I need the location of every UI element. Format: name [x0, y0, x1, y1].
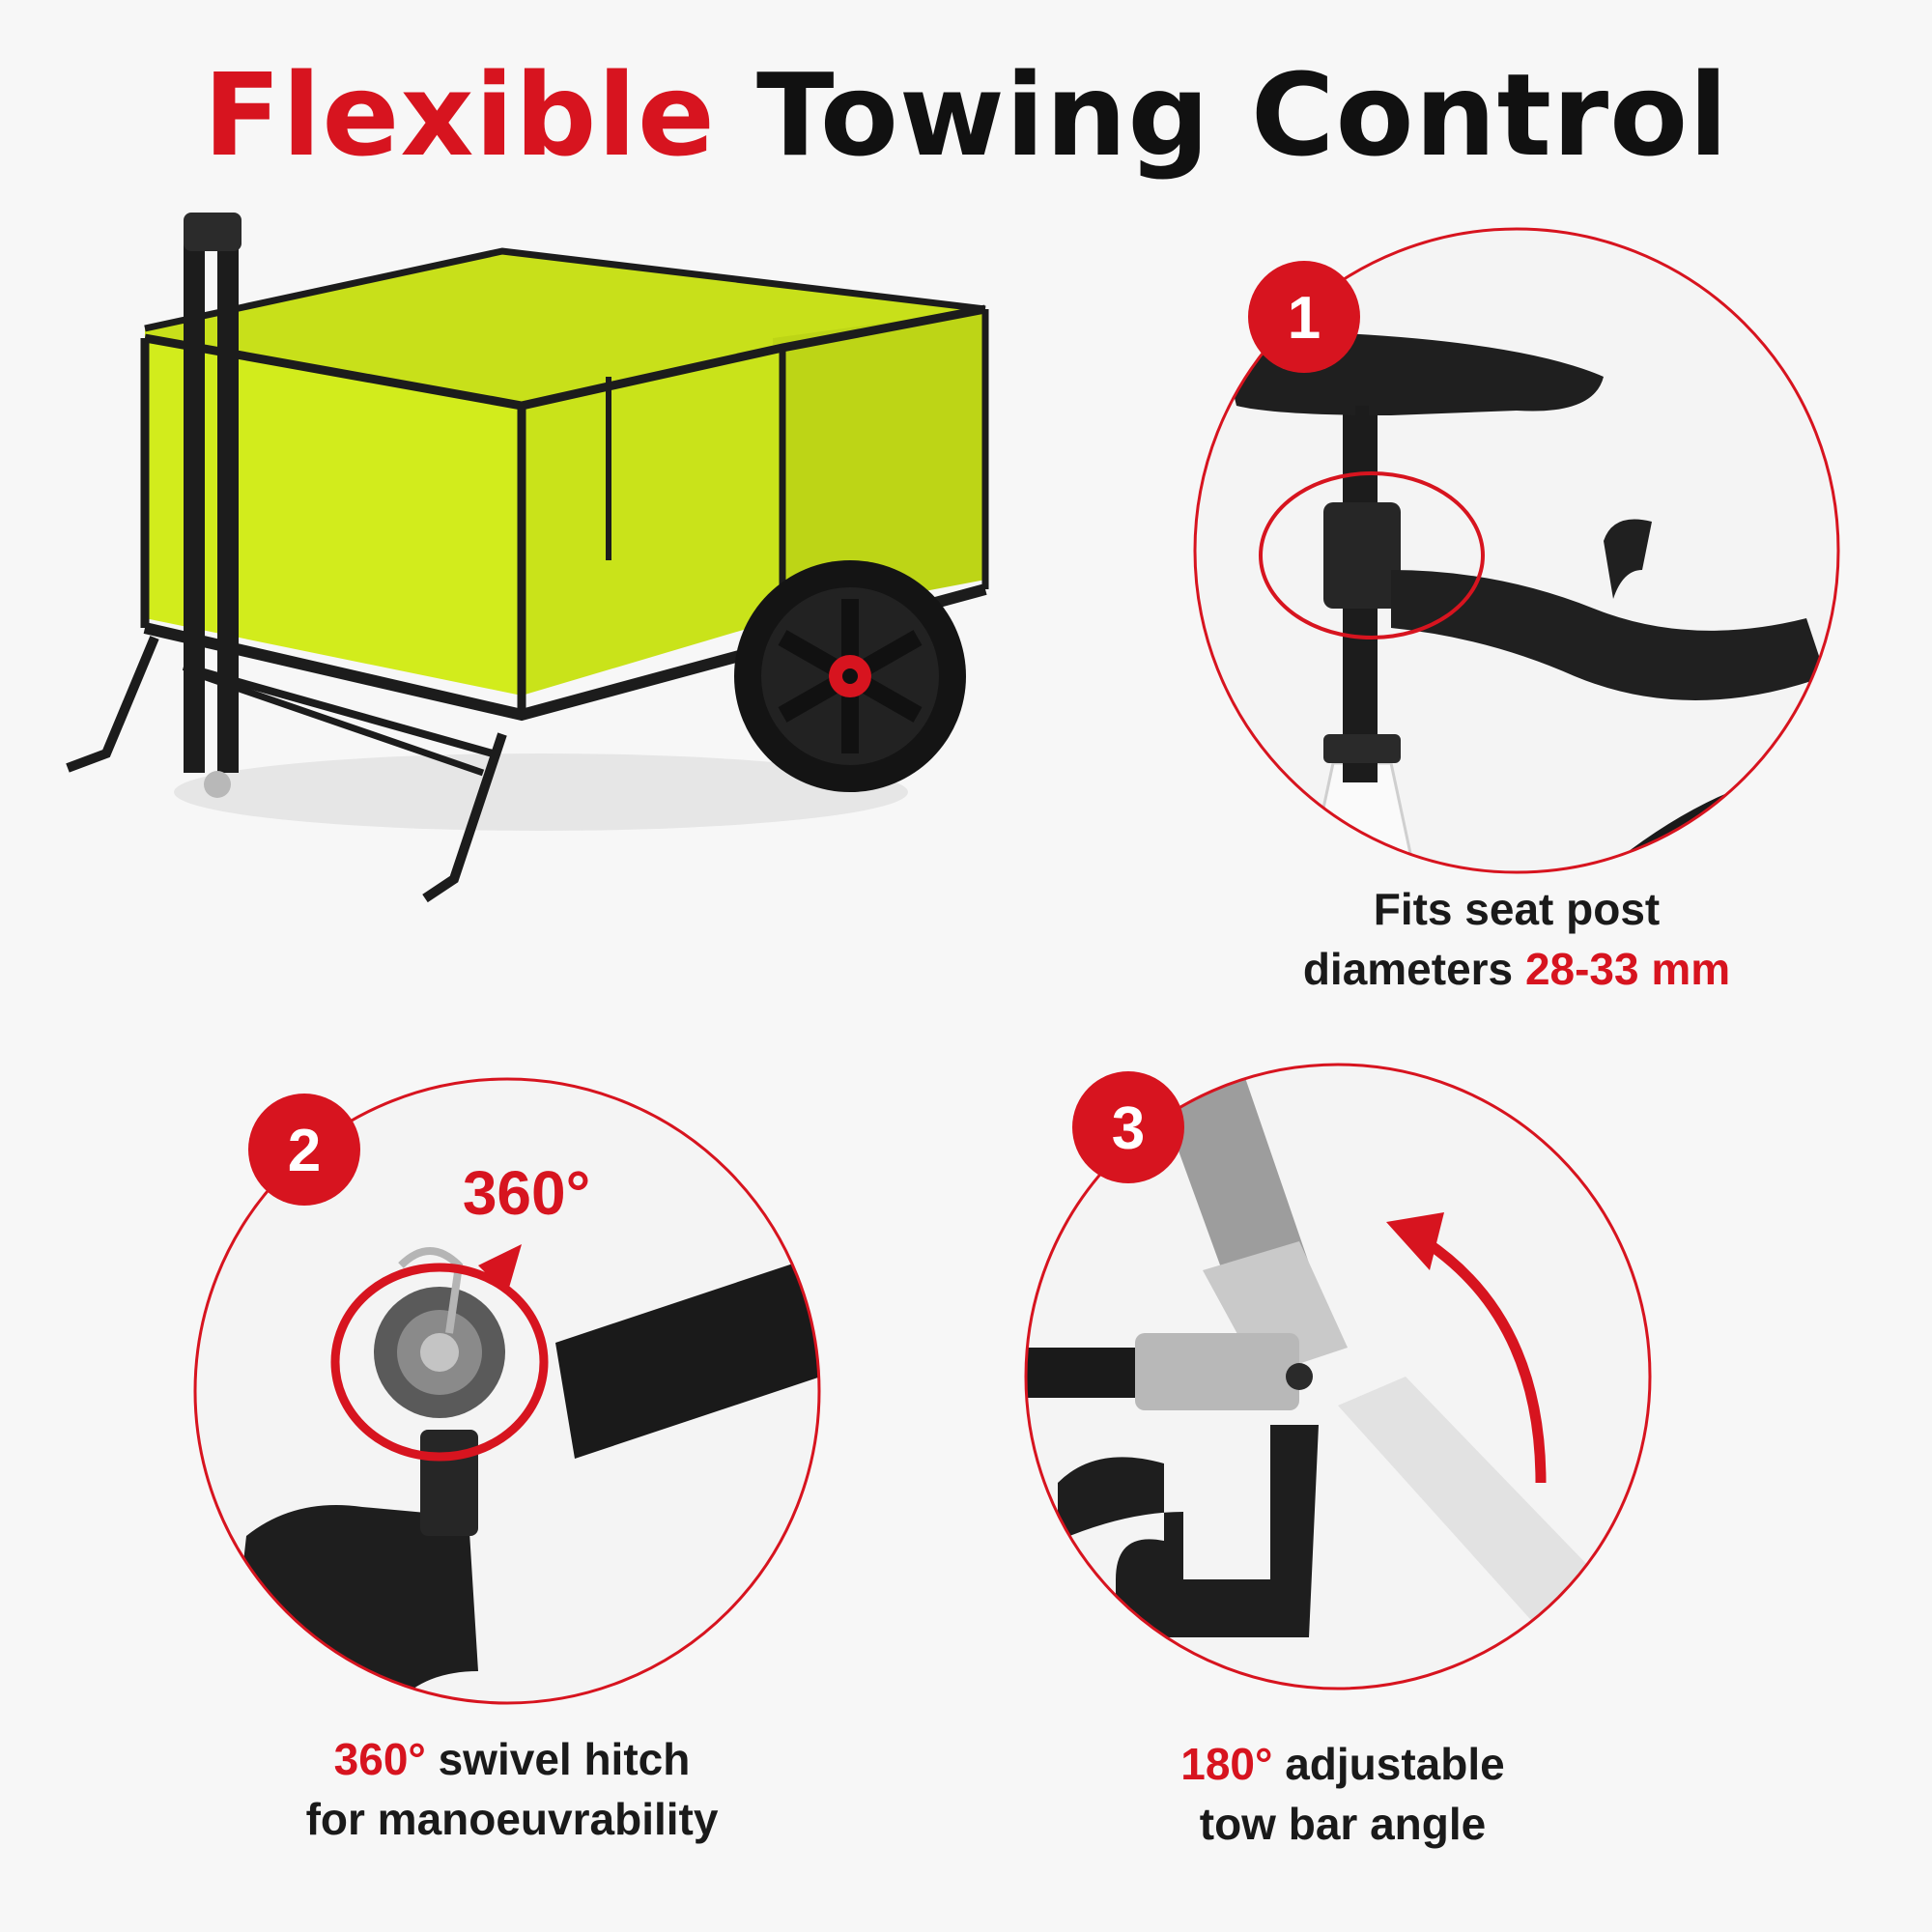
feature-2-line1: 360° swivel hitch — [174, 1729, 850, 1789]
feature-1-line2: diameters 28-33 mm — [1198, 939, 1835, 999]
feature-3-line2: tow bar angle — [1199, 1799, 1487, 1849]
feature-2-highlight: 360° — [333, 1734, 426, 1784]
feature-2-annotation: 360° — [462, 1158, 591, 1228]
feature-3-badge: 3 — [1072, 1071, 1184, 1183]
feature-3-line1-suffix: adjustable — [1272, 1739, 1505, 1789]
feature-2-badge: 2 — [248, 1094, 360, 1206]
wagon-illustration — [66, 213, 989, 903]
feature-1-line1: Fits seat post — [1373, 884, 1661, 934]
feature-2-line1-suffix: swivel hitch — [425, 1734, 691, 1784]
title-rest: Towing Control — [756, 48, 1729, 182]
feature-3-number: 3 — [1112, 1095, 1145, 1162]
feature-2-line2: for manoeuvrability — [305, 1794, 719, 1844]
feature-1-highlight: 28-33 mm — [1524, 944, 1731, 994]
feature-1-line2-prefix: diameters — [1302, 944, 1525, 994]
feature-2-caption: 360° swivel hitch for manoeuvrability — [174, 1729, 850, 1849]
feature-3-caption: 180° adjustable tow bar angle — [1024, 1734, 1662, 1854]
feature-1-badge: 1 — [1248, 261, 1360, 373]
feature-3-highlight: 180° — [1180, 1739, 1273, 1789]
feature-1-number: 1 — [1288, 285, 1321, 352]
title-accent: Flexible — [203, 48, 716, 182]
feature-2-number: 2 — [288, 1118, 321, 1184]
feature-3-line1: 180° adjustable — [1024, 1734, 1662, 1794]
seat-post-closeup — [1193, 227, 1840, 874]
page-title: Flexible Towing Control — [0, 48, 1932, 182]
tow-bar-angle-closeup — [1024, 1063, 1652, 1690]
feature-1-caption: Fits seat post diameters 28-33 mm — [1198, 879, 1835, 999]
swivel-hitch-closeup — [193, 1077, 821, 1705]
